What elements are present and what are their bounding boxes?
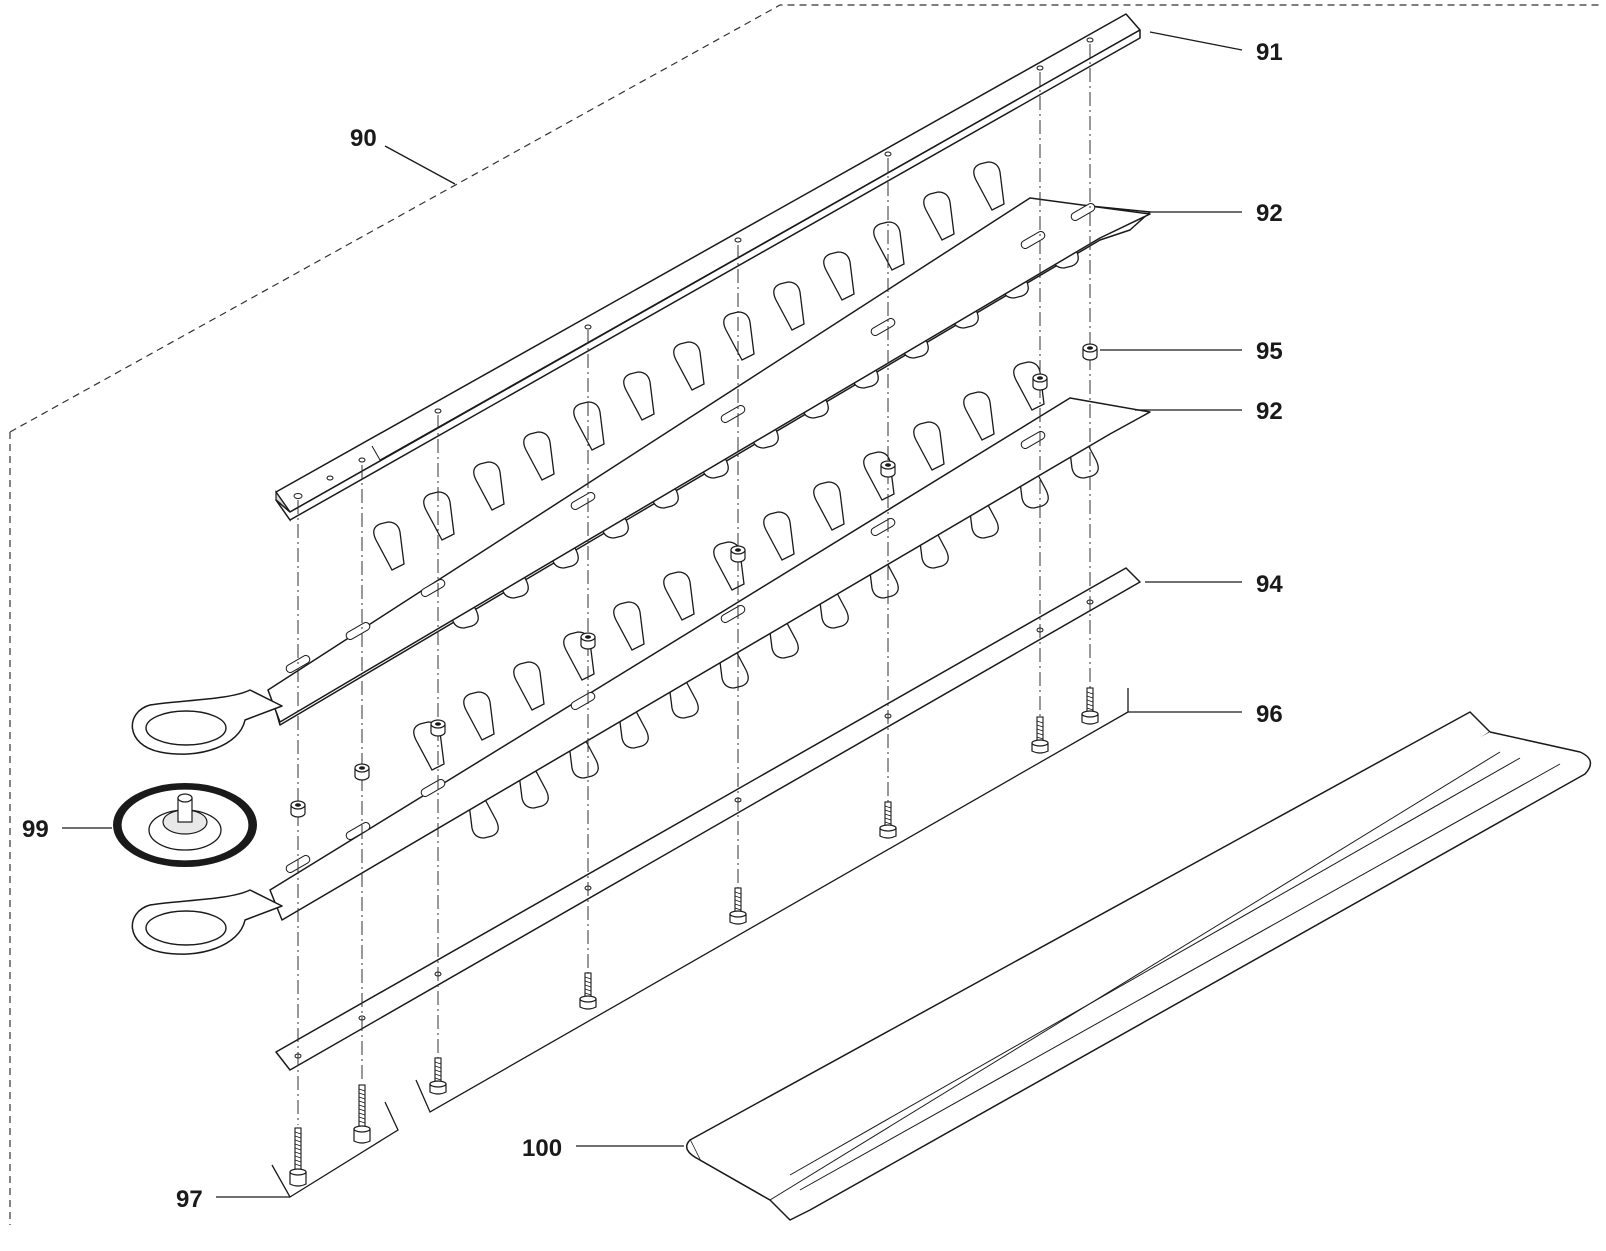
callout-91: 91 <box>1256 39 1283 66</box>
assembly-axis-lines <box>297 44 1091 1125</box>
callout-90: 90 <box>350 125 377 152</box>
part-92-lower-blade <box>131 361 1151 955</box>
callout-97: 97 <box>176 1186 203 1213</box>
callout-96: 96 <box>1256 701 1283 728</box>
callout-94: 94 <box>1256 571 1283 598</box>
callout-92-upper: 92 <box>1256 200 1283 227</box>
callout-labels: 90 91 92 95 92 94 96 99 97 100 <box>22 39 1283 1213</box>
part-94-lower-plate <box>275 567 1141 1071</box>
part-99-gear <box>113 783 257 867</box>
part-100-guard <box>685 711 1592 1221</box>
assembly-frame-dashed <box>9 4 1600 1225</box>
callout-95: 95 <box>1256 338 1283 365</box>
part-92-upper-blade <box>131 161 1151 755</box>
callout-99: 99 <box>22 816 49 843</box>
callout-92-lower: 92 <box>1256 398 1283 425</box>
part-97-screws <box>289 1084 371 1187</box>
callout-100: 100 <box>522 1135 562 1162</box>
leader-lines <box>62 31 1243 1198</box>
part-91-guide-bar <box>275 13 1141 522</box>
